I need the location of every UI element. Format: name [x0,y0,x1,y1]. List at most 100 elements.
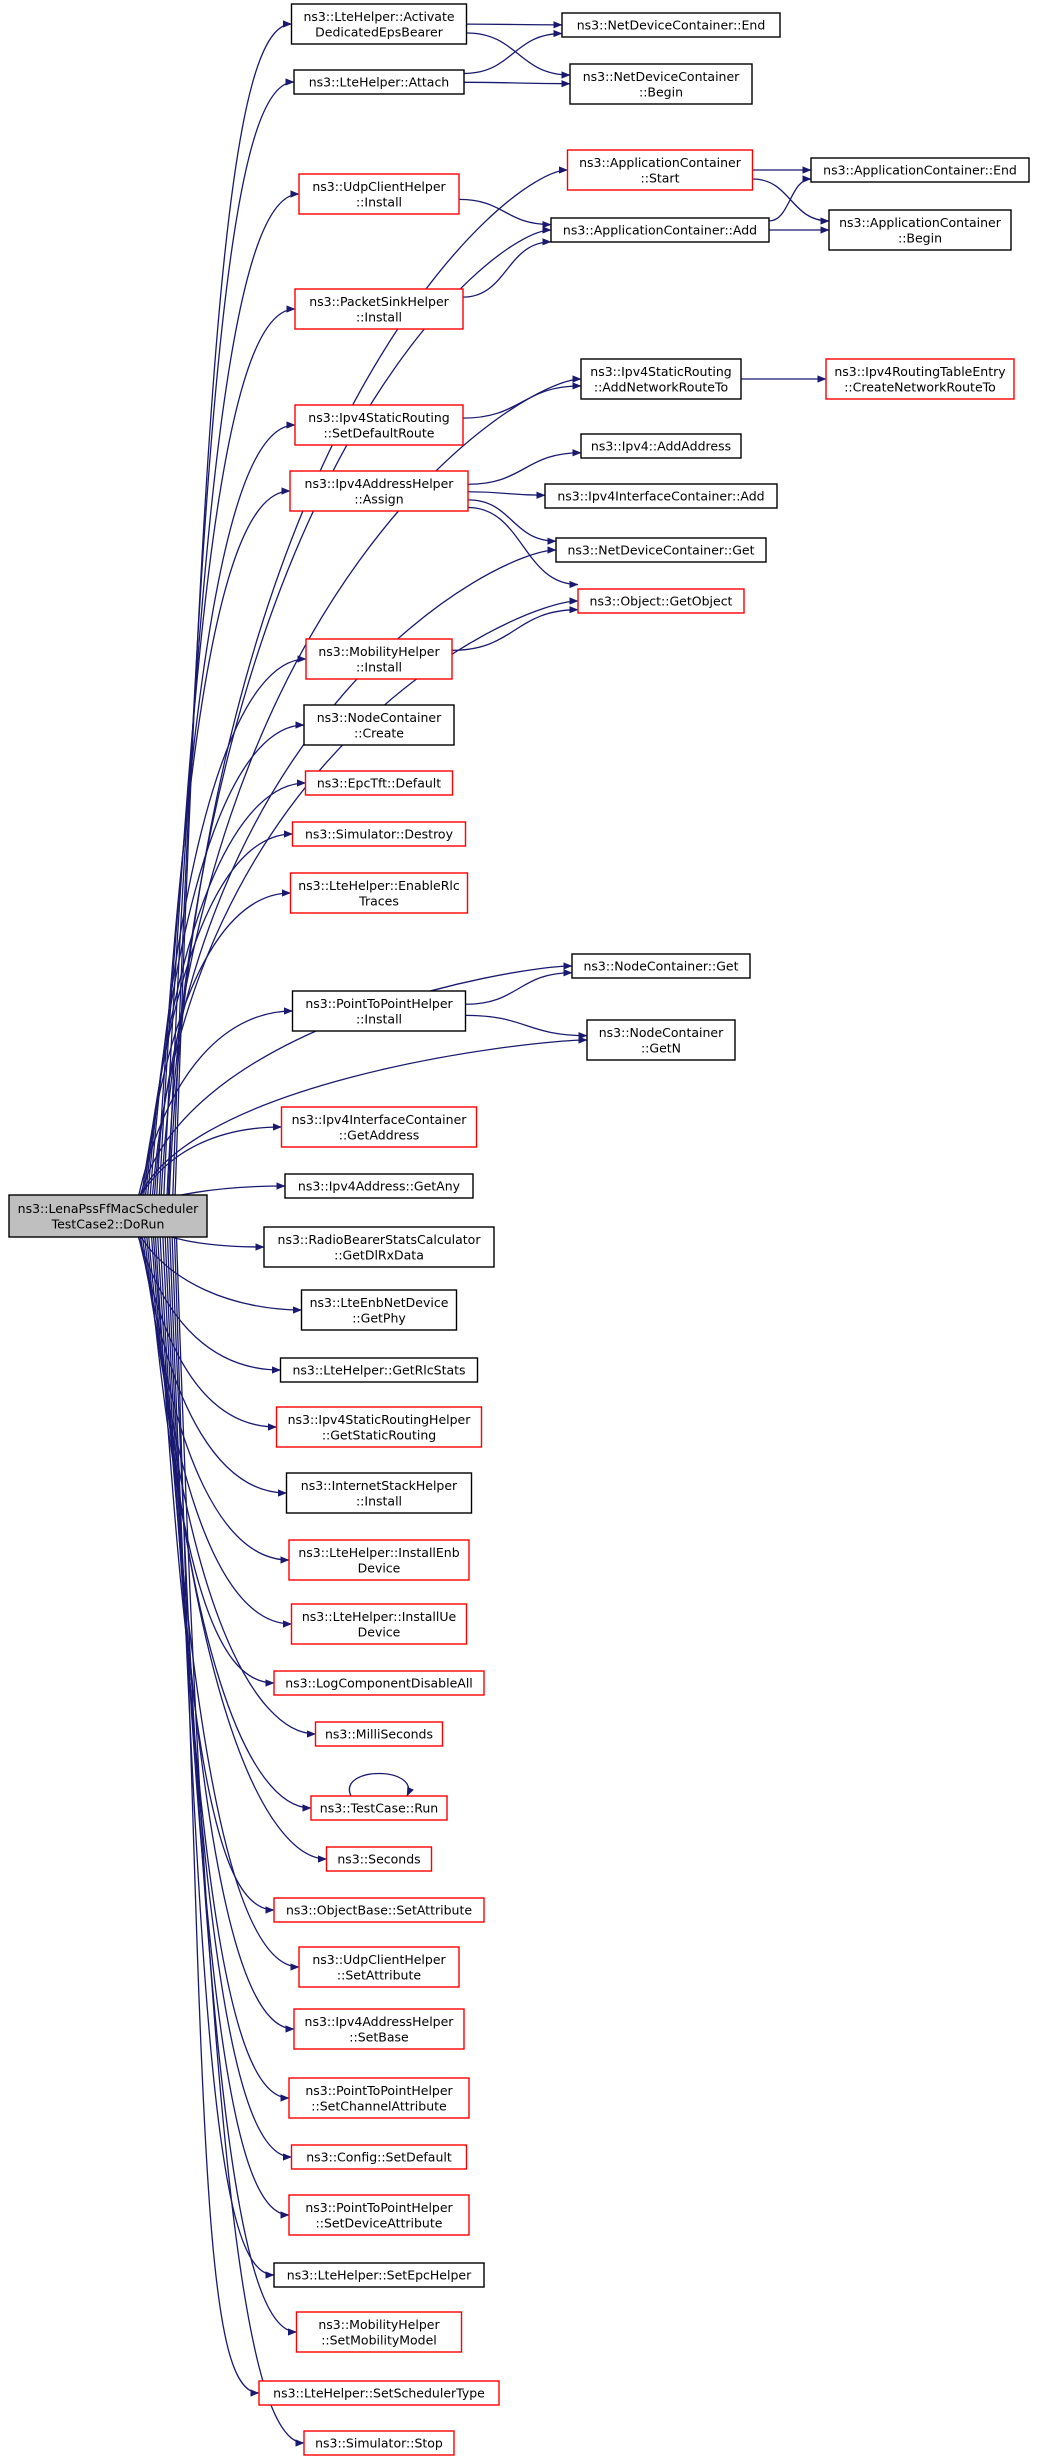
node-setbase[interactable]: ns3::Ipv4AddressHelper::SetBase [293,2008,465,2050]
edge-root-to-nc-getn [133,1036,588,1213]
node-activate[interactable]: ns3::LteHelper::ActivateDedicatedEpsBear… [290,3,468,45]
node-setdefroute[interactable]: ns3::Ipv4StaticRouting::SetDefaultRoute [294,404,464,446]
call-edge [157,421,296,1209]
node-getphy[interactable]: ns3::LteEnbNetDevice::GetPhy [300,1289,458,1331]
node-label: ns3::UdpClientHelper [312,1952,446,1967]
node-box [571,953,751,979]
node-logdisable[interactable]: ns3::LogComponentDisableAll [273,1670,485,1696]
node-millis[interactable]: ns3::MilliSeconds [314,1721,444,1747]
call-edge [161,1223,290,2102]
node-getdlrx[interactable]: ns3::RadioBearerStatsCalculator::GetDlRx… [263,1226,495,1268]
edge-udp-install-to-ac-add [458,198,552,229]
node-udp-setattr[interactable]: ns3::UdpClientHelper::SetAttribute [298,1946,460,1988]
call-edge [466,21,563,29]
node-label: Device [358,1560,401,1575]
node-ac-add[interactable]: ns3::ApplicationContainer::Add [550,217,770,243]
node-tc-run[interactable]: ns3::TestCase::Run [310,1795,448,1821]
call-edge [467,499,557,545]
node-ac-begin[interactable]: ns3::ApplicationContainer::Begin [828,209,1012,251]
edge-assign-to-getobject [467,506,579,589]
node-label: Device [358,1624,401,1639]
node-epctft[interactable]: ns3::EpcTft::Default [304,770,454,796]
node-box [294,288,464,330]
node-label: ns3::NodeContainer [599,1025,724,1040]
call-edge [166,1223,290,2219]
node-ndc-get[interactable]: ns3::NetDeviceContainer::Get [555,537,767,563]
node-ipv4-addaddr[interactable]: ns3::Ipv4::AddAddress [580,433,742,459]
node-label: ns3::MilliSeconds [325,1727,433,1742]
node-box [305,638,453,680]
node-ndc-end[interactable]: ns3::NetDeviceContainer::End [561,12,781,38]
node-box [273,1897,485,1923]
edge-root-to-p2p-dev [166,1223,290,2219]
node-label: Traces [358,893,399,908]
edge-ac-add-to-ac-end [768,175,812,222]
node-box [290,1603,468,1645]
call-edge [145,1223,275,1687]
node-p2p-chan[interactable]: ns3::PointToPointHelper::SetChannelAttri… [288,2077,470,2119]
node-ndc-begin[interactable]: ns3::NetDeviceContainer::Begin [569,63,753,105]
node-setepc[interactable]: ns3::LteHelper::SetEpcHelper [273,2262,485,2288]
call-edge [141,830,293,1209]
node-ac-end[interactable]: ns3::ApplicationContainer::End [810,157,1030,183]
node-setmob[interactable]: ns3::MobilityHelper::SetMobilityModel [295,2311,463,2353]
node-attach[interactable]: ns3::LteHelper::Attach [293,69,465,95]
node-nc-get[interactable]: ns3::NodeContainer::Get [571,953,751,979]
edge-pktsink-to-ac-add [462,238,552,298]
node-getobject[interactable]: ns3::Object::GetObject [577,588,745,614]
node-p2p-dev[interactable]: ns3::PointToPointHelper::SetDeviceAttrib… [288,2194,470,2236]
node-pktsink[interactable]: ns3::PacketSinkHelper::Install [294,288,464,330]
node-label: ::AddNetworkRouteTo [594,379,728,394]
node-addnetroute[interactable]: ns3::Ipv4StaticRouting::AddNetworkRouteT… [580,358,742,400]
node-box [566,149,754,191]
node-box [285,1472,473,1514]
node-rte-create[interactable]: ns3::Ipv4RoutingTableEntry::CreateNetwor… [825,358,1015,400]
node-ac-start[interactable]: ns3::ApplicationContainer::Start [566,149,754,191]
node-cfg-setdef[interactable]: ns3::Config::SetDefault [290,2144,468,2170]
node-label: ns3::LteHelper::GetRlcStats [292,1363,465,1378]
node-seconds[interactable]: ns3::Seconds [325,1846,433,1872]
node-box [273,1670,485,1696]
node-box [580,433,742,459]
node-box [289,872,469,914]
node-ic-getaddr[interactable]: ns3::Ipv4InterfaceContainer::GetAddress [280,1106,478,1148]
node-mob-install[interactable]: ns3::MobilityHelper::Install [305,638,453,680]
node-nc-create[interactable]: ns3::NodeContainer::Create [303,704,455,746]
node-udp-install[interactable]: ns3::UdpClientHelper::Install [298,173,460,215]
node-nc-getn[interactable]: ns3::NodeContainer::GetN [586,1019,736,1061]
node-root[interactable]: ns3::LenaPssFfMacSchedulerTestCase2::DoR… [8,1194,208,1238]
node-p2p-install[interactable]: ns3::PointToPointHelper::Install [291,990,467,1032]
node-sim-stop[interactable]: ns3::Simulator::Stop [303,2430,455,2456]
node-setsched[interactable]: ns3::LteHelper::SetSchedulerType [258,2380,500,2406]
node-box [284,1173,474,1199]
edge-root-to-udp-setattr [156,1223,300,1971]
node-sim-destroy[interactable]: ns3::Simulator::Destroy [291,821,467,847]
node-label: ns3::ApplicationContainer::Add [563,223,757,238]
node-label: ::SetDefaultRoute [324,425,435,440]
call-edge [462,382,582,419]
node-box [290,2144,468,2170]
node-label: ::CreateNetworkRouteTo [844,379,996,394]
node-label: ::Begin [898,230,942,245]
node-label: ::SetMobilityModel [321,2332,437,2347]
node-getrlcstats[interactable]: ns3::LteHelper::GetRlcStats [279,1357,479,1383]
node-setattr[interactable]: ns3::ObjectBase::SetAttribute [273,1897,485,1923]
node-label: ns3::Ipv4InterfaceContainer::Add [557,489,764,504]
node-label: ::Start [641,170,680,185]
node-ish-install[interactable]: ns3::InternetStackHelper::Install [285,1472,473,1514]
node-getany[interactable]: ns3::Ipv4Address::GetAny [284,1173,474,1199]
node-label: ns3::LteHelper::SetSchedulerType [273,2386,485,2401]
node-box [8,1194,208,1238]
node-box [288,2194,470,2236]
call-edge [156,1223,300,1971]
node-box [577,588,745,614]
node-label: ns3::PointToPointHelper [305,2083,453,2098]
node-getstaticrouting[interactable]: ns3::Ipv4StaticRoutingHelper::GetStaticR… [275,1406,483,1448]
node-label: ns3::ApplicationContainer [579,155,742,170]
call-edge [463,29,563,75]
node-assign[interactable]: ns3::Ipv4AddressHelper::Assign [289,470,469,512]
node-ic-add[interactable]: ns3::Ipv4InterfaceContainer::Add [544,483,778,509]
